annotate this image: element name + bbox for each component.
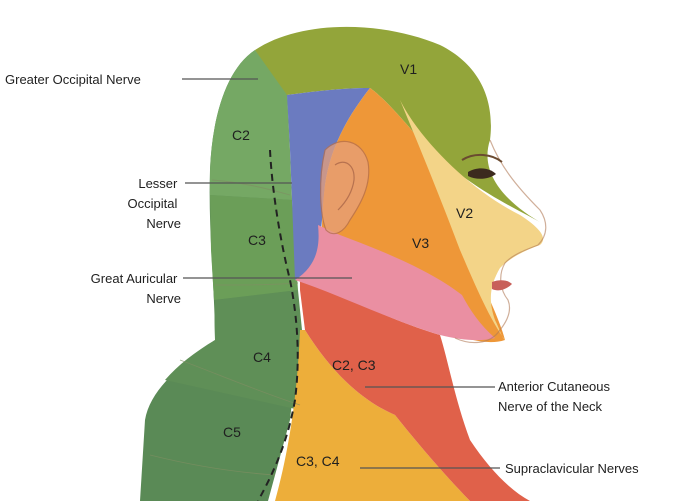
eyebrow: [461, 154, 503, 163]
face-profile-outline: [454, 139, 547, 344]
band-line-c4-c5: [179, 359, 301, 406]
region-c3-c4: [275, 330, 470, 501]
region-label-c3: C3: [248, 232, 266, 248]
eye: [468, 168, 496, 179]
label-supraclavicular-nerves: Supraclavicular Nerves: [505, 461, 639, 476]
region-c4: [165, 290, 302, 410]
label-lesser-occipital-nerve: Lesser Occipital Nerve: [128, 176, 181, 231]
label-anterior-cutaneous-nerve: Anterior Cutaneous Nerve of the Neck: [498, 379, 614, 414]
band-line-c2-c3: [211, 179, 291, 196]
region-label-v1: V1: [400, 61, 417, 77]
band-line-c5-lower: [149, 454, 276, 476]
region-v2: [400, 100, 544, 340]
region-lesser-occipital: [287, 88, 370, 280]
region-label-c4: C4: [253, 349, 271, 365]
region-c2-c3: [300, 275, 530, 501]
region-label-c3-c4: C3, C4: [296, 453, 340, 469]
region-c3: [210, 195, 298, 300]
region-label-c5: C5: [223, 424, 241, 440]
label-greater-occipital-nerve: Greater Occipital Nerve: [5, 72, 141, 87]
region-label-c2-c3: C2, C3: [332, 357, 376, 373]
ear: [320, 140, 370, 235]
lips: [492, 280, 512, 291]
dashed-boundary: [257, 149, 299, 501]
region-label-v2: V2: [456, 205, 473, 221]
ear-inner: [334, 161, 355, 211]
region-label-c2: C2: [232, 127, 250, 143]
region-label-v3: V3: [412, 235, 429, 251]
label-great-auricular-nerve: Great Auricular Nerve: [91, 271, 181, 306]
region-great-auricular: [295, 225, 495, 341]
